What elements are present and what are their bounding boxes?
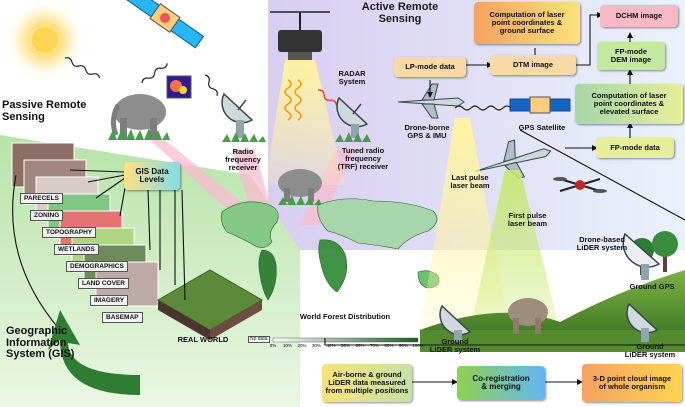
satellite-icon (125, 0, 205, 49)
ground-lidar-mid-label: Ground LiDER system (429, 337, 481, 354)
legend-tick-label: 60% (355, 343, 365, 348)
radar-dish-icon (336, 96, 369, 138)
tree-icon (652, 231, 678, 272)
active-sensing-heading: Active Remote Sensing (361, 1, 439, 25)
legend-tick-label: 20% (297, 343, 307, 348)
elephant-icon (508, 298, 548, 334)
world-forest-label: World Forest Distribution (299, 312, 391, 321)
radio-dish-icon (221, 92, 254, 138)
legend-tick-label: 30% (311, 343, 322, 348)
gis-layer-label: WETLANDS (54, 244, 99, 255)
ground-lidar-right-label: Ground LiDER system (624, 342, 676, 359)
legend-tick-label: 80% (384, 343, 394, 348)
gps-satellite-icon (509, 96, 571, 114)
grass-icon (222, 132, 266, 142)
ground-gps-label: Ground GPS (629, 282, 675, 291)
gis-connector-arrows (12, 169, 186, 331)
radiation-wave-icon (64, 57, 101, 79)
radar-label: RADAR System (338, 69, 366, 86)
sun-core-icon (32, 27, 58, 53)
legend-tick-label: 90% (398, 343, 409, 348)
lp-mode-box: LP-mode data (394, 57, 466, 77)
signal-beam (300, 150, 355, 225)
gis-layer-label: PARECELS (20, 193, 63, 204)
legend-tick-label: 50% (340, 343, 351, 348)
fixed-wing-drone-icon (397, 83, 465, 119)
airborne-ground-box: Air-borne & ground LiDER data measured f… (322, 364, 412, 402)
gis-cycle-arrow (48, 310, 140, 395)
gis-layer-label: TOPOGRAPHY (42, 227, 97, 238)
trf-receiver-label: Tuned radio frequency (TRF) receiver (337, 146, 389, 171)
coregistration-box: Co-registration & merging (457, 366, 545, 400)
gis-data-levels-box: GIS Data Levels (124, 162, 180, 190)
radiation-wave-icon (204, 74, 218, 96)
legend-colorbar (272, 337, 419, 343)
ground (420, 330, 685, 352)
drone-gps-imu-label: Drone-borne GPS & IMU (404, 123, 450, 140)
last-pulse-label: Last pulse laser beam (450, 173, 490, 190)
dchm-box: DCHM image (600, 5, 678, 27)
grass-icon (278, 195, 322, 205)
radar-wave-icon (317, 89, 338, 106)
gis-layer-label: IMAGERY (90, 295, 129, 306)
legend-tick-label: 100% (412, 343, 424, 348)
point-cloud-box: 3-D point cloud image of whole organism (582, 364, 682, 402)
ground-lidar-icon (439, 304, 472, 342)
legend-tick-label: 40% (326, 343, 336, 348)
gis-heading: Geographic Information System (GIS) (6, 325, 75, 361)
legend-tick-label: 70% (369, 343, 380, 348)
elephant-icon (110, 94, 166, 140)
world-map (220, 198, 440, 301)
first-pulse-beam (470, 170, 560, 330)
grass-icon (335, 132, 371, 142)
gis-layer-label: DEMOGRAPHICS (66, 261, 128, 272)
fp-mode-box: FP-mode data (596, 138, 674, 158)
drone-icon (270, 11, 330, 62)
real-world-label: REAL WORLD (177, 335, 229, 344)
quadcopter-drone-icon (553, 177, 607, 193)
elephant-icon (278, 169, 322, 202)
gis-layer-label: LAND COVER (78, 278, 129, 289)
gps-signal-wave-icon (454, 105, 512, 111)
gis-layer-label: ZONING (30, 210, 64, 221)
drone-lidar-label: Drone-based LiDER system (576, 235, 628, 252)
computation-ground-box: Computation of laser point coordinates &… (474, 2, 580, 44)
fp-dem-box: FP-mode DEM image (597, 42, 665, 70)
legend-tick-label: 10% (282, 343, 293, 348)
radio-receiver-label: Radio frequency receiver (225, 147, 261, 172)
computation-elevated-box: Computation of laser point coordinates &… (575, 84, 683, 124)
ground-lidar-icon (626, 302, 659, 342)
legend-no-data: No data (248, 336, 270, 344)
passive-sensing-heading: Passive Remote Sensing (2, 99, 87, 123)
radiation-wave-icon (141, 63, 168, 84)
radar-wave-icon (294, 79, 302, 121)
legend-ticks: 0% 10% 20% 30% 40% 50% 60% 70% 80% 90%100% (269, 343, 424, 351)
grass-icon (108, 128, 170, 140)
dtm-box: DTM image (490, 55, 576, 75)
gps-satellite-label: GPS Satellite (518, 123, 566, 132)
ground-gps-icon (622, 232, 661, 280)
radar-wave-icon (284, 79, 292, 121)
legend-tick-label: 0% (269, 343, 277, 348)
gis-layer-label: BASEMAP (102, 312, 143, 323)
first-pulse-label: First pulse laser beam (507, 211, 548, 228)
